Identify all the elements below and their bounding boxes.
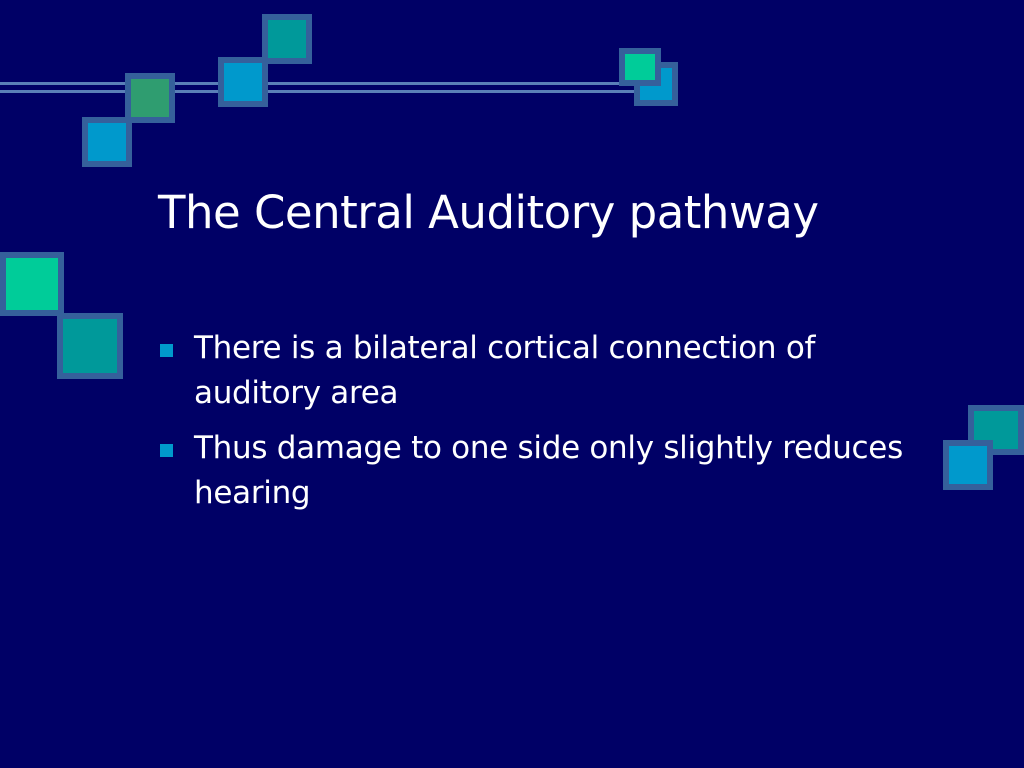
bullet-text: Thus damage to one side only slightly re… <box>194 430 903 511</box>
bullet-item: Thus damage to one side only slightly re… <box>158 426 938 516</box>
decorative-square <box>943 440 993 490</box>
decorative-square <box>0 252 64 316</box>
decorative-rail-top <box>0 82 640 85</box>
decorative-square <box>262 14 312 64</box>
decorative-square <box>619 48 661 86</box>
decorative-square <box>125 73 175 123</box>
bullet-item: There is a bilateral cortical connection… <box>158 326 938 416</box>
decorative-square <box>82 117 132 167</box>
bullet-text: There is a bilateral cortical connection… <box>194 330 816 411</box>
slide-title: The Central Auditory pathway <box>158 186 819 239</box>
square-bullet-icon <box>160 444 173 457</box>
decorative-rail-bottom <box>0 90 640 93</box>
decorative-square <box>57 313 123 379</box>
square-bullet-icon <box>160 344 173 357</box>
decorative-square <box>218 57 268 107</box>
bullet-list: There is a bilateral cortical connection… <box>158 326 938 526</box>
